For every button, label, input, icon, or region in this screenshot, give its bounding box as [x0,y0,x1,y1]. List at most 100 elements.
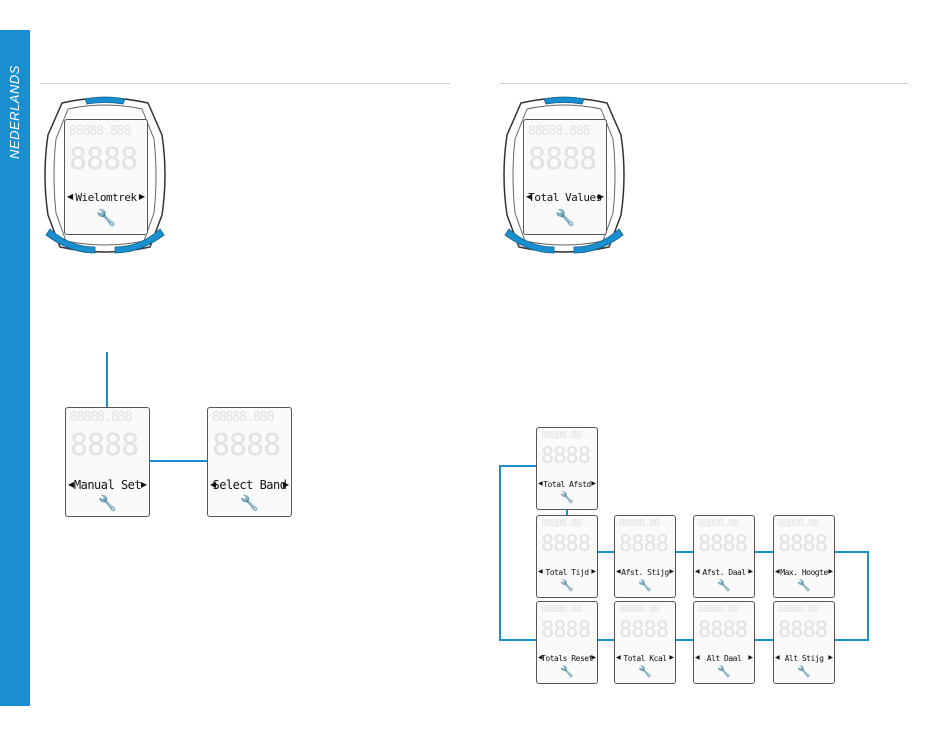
flow-connector [499,465,536,467]
lcd-ghost-segments-main: 8888 [698,618,748,643]
flow-connector [499,465,501,640]
lcd-ghost-segments-top: 88888.888 [528,124,590,139]
lcd-ghost-segments-main: 8888 [528,142,597,177]
wrench-icon: 🔧 [98,495,117,512]
triangle-left-icon: ◀ [775,655,780,661]
bike-computer-device-right: 88888.888 8888 Total Values ◀ ▶ 🔧 [499,95,629,257]
lcd-screen-total-afstd: 88888.88 8888 Total Afstd ◀ ▶ 🔧 [536,427,598,510]
lcd-menu-label: Total Tijd [545,568,589,577]
lcd-ghost-segments-top: 88888.88 [541,430,582,441]
triangle-left-icon: ◀ [210,480,217,489]
flow-connector [597,551,614,553]
lcd-menu-label: Max. Hoogte [780,568,828,577]
language-side-tab: NEDERLANDS [0,30,30,706]
triangle-right-icon: ▶ [138,192,145,201]
flow-connector [833,551,868,553]
triangle-left-icon: ◀ [538,481,543,487]
bike-computer-device-left: 88888.888 8888 Wielomtrek ◀ ▶ 🔧 [40,95,170,257]
triangle-right-icon: ▶ [828,655,833,661]
lcd-screen-afst-stijg: 88888.88 8888 Afst. Stijg ◀ ▶ 🔧 [614,515,676,598]
language-label: NEDERLANDS [7,65,22,159]
flow-connector [566,509,568,517]
triangle-left-icon: ◀ [616,655,621,661]
lcd-ghost-segments-top: 88888.88 [698,518,739,529]
lcd-ghost-segments-top: 88888.88 [778,604,819,615]
lcd-screen-select-band: 88888.888 8888 Select Band ◀ ▶ 🔧 [207,407,292,517]
wrench-icon: 🔧 [240,495,259,512]
lcd-ghost-segments-main: 8888 [541,532,591,557]
lcd-menu-label: Total Values [528,191,602,204]
triangle-right-icon: ▶ [669,569,674,575]
triangle-right-icon: ▶ [597,192,604,201]
lcd-ghost-segments-main: 8888 [69,142,138,177]
triangle-left-icon: ◀ [526,192,533,201]
lcd-menu-label: Totals Reset [541,654,593,663]
wrench-icon: 🔧 [560,492,574,504]
flow-connector [148,460,207,462]
wrench-icon: 🔧 [797,580,811,592]
wrench-icon: 🔧 [638,580,652,592]
triangle-right-icon: ▶ [282,480,289,489]
triangle-left-icon: ◀ [68,480,75,489]
wrench-icon: 🔧 [96,210,116,227]
lcd-ghost-segments-top: 88888.88 [778,518,819,529]
triangle-right-icon: ▶ [591,481,596,487]
wrench-icon: 🔧 [797,666,811,678]
triangle-left-icon: ◀ [538,569,543,575]
lcd-menu-label: Afst. Stijg [621,568,669,577]
lcd-menu-label: Wielomtrek [75,191,137,204]
triangle-left-icon: ◀ [616,569,621,575]
triangle-right-icon: ▶ [828,569,833,575]
lcd-menu-label: Select Band [212,478,287,492]
device-lcd: 88888.888 8888 Total Values ◀ ▶ 🔧 [523,119,607,235]
flow-connector [675,639,693,641]
lcd-ghost-segments-main: 8888 [619,618,669,643]
flow-connector [754,639,773,641]
flow-connector [597,639,614,641]
lcd-screen-manual-set: 88888.888 8888 Manual Set ◀ ▶ 🔧 [65,407,150,517]
lcd-menu-label: Manual Set [73,478,142,492]
lcd-ghost-segments-main: 8888 [778,618,828,643]
lcd-ghost-segments-main: 8888 [619,532,669,557]
lcd-menu-label: Afst. Daal [702,568,746,577]
triangle-right-icon: ▶ [669,655,674,661]
lcd-ghost-segments-top: 88888.88 [541,518,582,529]
lcd-screen-alt-stijg: 88888.88 8888 Alt Stijg ◀ ▶ 🔧 [773,601,835,684]
lcd-screen-totals-reset: 88888.88 8888 Totals Reset ◀ ▶ 🔧 [536,601,598,684]
flow-connector [499,639,536,641]
triangle-left-icon: ◀ [695,569,700,575]
triangle-right-icon: ▶ [748,655,753,661]
left-divider [40,83,450,84]
triangle-right-icon: ▶ [748,569,753,575]
lcd-ghost-segments-main: 8888 [541,444,591,469]
lcd-screen-max-hoogte: 88888.88 8888 Max. Hoogte ◀ ▶ 🔧 [773,515,835,598]
lcd-menu-label: Total Kcal [623,654,667,663]
triangle-right-icon: ▶ [591,655,596,661]
triangle-left-icon: ◀ [695,655,700,661]
triangle-left-icon: ◀ [775,569,780,575]
lcd-ghost-segments-top: 88888.88 [698,604,739,615]
device-lcd: 88888.888 8888 Wielomtrek ◀ ▶ 🔧 [64,119,148,235]
lcd-ghost-segments-top: 88888.888 [212,410,274,425]
lcd-menu-label: Total Afstd [543,480,591,489]
triangle-right-icon: ▶ [591,569,596,575]
flow-connector [867,551,869,641]
wrench-icon: 🔧 [555,210,575,227]
lcd-menu-label: Alt Stijg [784,654,824,663]
triangle-left-icon: ◀ [538,655,543,661]
flow-connector [675,551,693,553]
wrench-icon: 🔧 [717,666,731,678]
lcd-screen-total-tijd: 88888.88 8888 Total Tijd ◀ ▶ 🔧 [536,515,598,598]
flow-connector [754,551,773,553]
lcd-ghost-segments-top: 88888.888 [70,410,132,425]
lcd-menu-label: Alt Daal [706,654,742,663]
wrench-icon: 🔧 [717,580,731,592]
wrench-icon: 🔧 [638,666,652,678]
lcd-ghost-segments-top: 88888.88 [541,604,582,615]
lcd-screen-afst-daal: 88888.88 8888 Afst. Daal ◀ ▶ 🔧 [693,515,755,598]
lcd-ghost-segments-top: 88888.88 [619,604,660,615]
triangle-right-icon: ▶ [140,480,147,489]
wrench-icon: 🔧 [560,666,574,678]
wrench-icon: 🔧 [560,580,574,592]
lcd-ghost-segments-main: 8888 [541,618,591,643]
